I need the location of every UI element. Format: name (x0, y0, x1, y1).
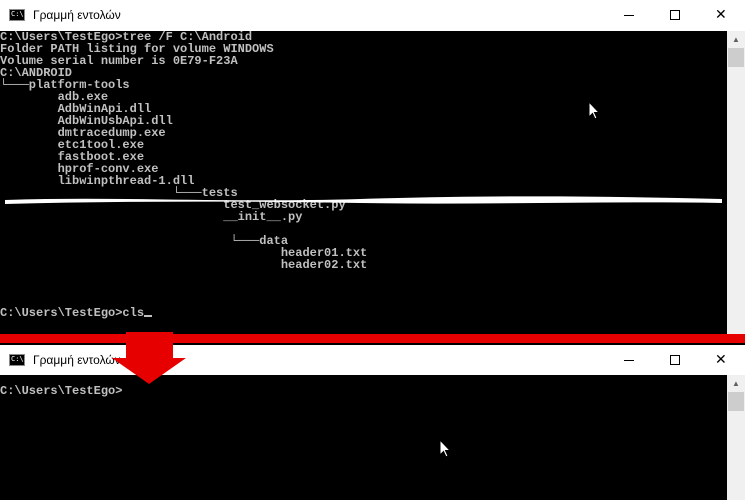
console-line: C:\Users\TestEgo>tree /F C:\Android (0, 31, 253, 44)
vertical-scrollbar[interactable]: ▲ (727, 375, 745, 500)
console-output[interactable]: C:\Users\TestEgo>tree /F C:\Android Fold… (0, 31, 727, 343)
console-line: └───tests (0, 186, 238, 200)
close-button[interactable]: ✕ (698, 0, 744, 31)
close-icon: ✕ (715, 7, 727, 23)
console-line: └───data (0, 234, 289, 248)
bottom-console-window: C:\ Γραμμή εντολών ✕ C:\Users\TestEgo> ▲ (0, 345, 745, 500)
console-line: AdbWinApi.dll (0, 102, 152, 116)
close-button[interactable]: ✕ (698, 345, 744, 376)
bottom-titlebar[interactable]: C:\ Γραμμή εντολών ✕ (0, 345, 745, 375)
vertical-scrollbar[interactable]: ▲ (727, 31, 745, 343)
scroll-up-icon[interactable]: ▲ (732, 35, 740, 44)
console-text: C:\Users\TestEgo>tree /F C:\Android Fold… (0, 31, 727, 307)
console-line: AdbWinUsbApi.dll (0, 114, 173, 128)
console-line: └───platform-tools (0, 78, 130, 92)
console-line: Volume serial number is 0E79-F23A (0, 54, 238, 68)
mouse-pointer-icon (439, 439, 452, 458)
console-line: Folder PATH listing for volume WINDOWS (0, 42, 274, 56)
divider-strip (0, 334, 745, 343)
console-line: C:\ANDROID (0, 66, 73, 80)
minimize-button[interactable] (606, 0, 652, 31)
scroll-thumb[interactable] (728, 392, 744, 411)
console-line: libwinpthread-1.dll (0, 174, 195, 188)
maximize-button[interactable] (652, 345, 698, 376)
cmd-icon: C:\ (9, 9, 25, 21)
maximize-icon (670, 10, 680, 20)
minimize-icon (624, 15, 634, 16)
window-title: Γραμμή εντολών (33, 353, 121, 367)
console-line: header02.txt (0, 258, 368, 272)
text-cursor (144, 315, 153, 317)
minimize-button[interactable] (606, 345, 652, 376)
top-console-window: C:\ Γραμμή εντολών ✕ C:\Users\TestEgo>tr… (0, 0, 745, 343)
minimize-icon (624, 360, 634, 361)
scroll-thumb[interactable] (728, 48, 744, 67)
prompt-line: C:\Users\TestEgo>cls (0, 307, 727, 319)
scroll-up-icon[interactable]: ▲ (732, 379, 740, 388)
maximize-icon (670, 355, 680, 365)
window-title: Γραμμή εντολών (33, 8, 121, 22)
close-icon: ✕ (715, 352, 727, 368)
console-output[interactable]: C:\Users\TestEgo> (0, 375, 727, 500)
cmd-icon: C:\ (9, 354, 25, 366)
console-line: hprof-conv.exe (0, 162, 159, 176)
console-line: fastboot.exe (0, 150, 145, 164)
console-line: dmtracedump.exe (0, 126, 166, 140)
prompt-line: C:\Users\TestEgo> (0, 384, 123, 398)
maximize-button[interactable] (652, 0, 698, 31)
top-titlebar[interactable]: C:\ Γραμμή εντολών ✕ (0, 0, 745, 31)
console-line: etc1tool.exe (0, 138, 145, 152)
console-line: __init__.py (0, 210, 303, 224)
mouse-pointer-icon (588, 101, 601, 120)
console-line: header01.txt (0, 246, 368, 260)
console-line: adb.exe (0, 90, 109, 104)
